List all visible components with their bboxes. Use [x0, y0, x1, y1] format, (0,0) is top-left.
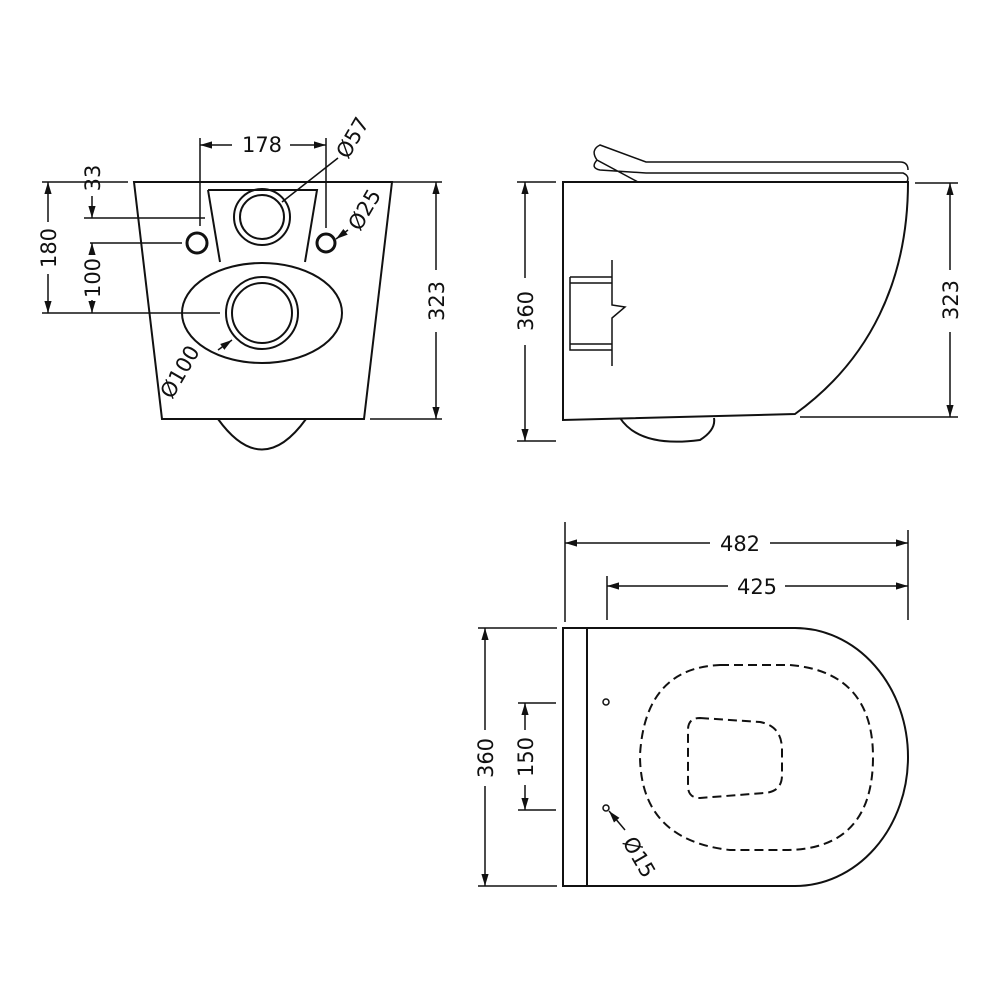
- side-body-outline: [562, 181, 910, 422]
- side-bulge: [619, 417, 716, 443]
- dim-425: 425: [737, 575, 777, 599]
- dim-diameter-100: Ø100: [156, 341, 205, 402]
- fixing-hole-left: [185, 231, 209, 255]
- dim-100: 100: [81, 258, 105, 298]
- inlet-inner-circle: [239, 194, 285, 240]
- inlet-outer-circle: [233, 188, 291, 246]
- dim-360-side: 360: [514, 291, 538, 331]
- front-body-outline: [132, 181, 394, 420]
- dim-178: 178: [242, 133, 282, 157]
- fixing-hole-right: [315, 232, 337, 254]
- dim-482: 482: [720, 532, 760, 556]
- dim-150: 150: [514, 737, 538, 777]
- fixing-hole-bottom: [602, 804, 610, 812]
- dim-180: 180: [37, 228, 61, 268]
- dim-diameter-57: Ø57: [332, 113, 374, 162]
- seat-rim-dashed: [638, 664, 875, 851]
- front-bulge: [217, 418, 307, 451]
- dim-360-plan: 360: [474, 738, 498, 778]
- front-view: 178 Ø57 Ø25 Ø100 180 33 100 323: [37, 113, 449, 451]
- dim-diameter-15: Ø15: [618, 833, 660, 882]
- dim-323-side: 323: [939, 280, 963, 320]
- bowl-opening-dashed: [687, 716, 783, 800]
- outlet-outer-circle: [225, 276, 299, 350]
- seat-lid: [593, 144, 909, 183]
- plan-view: Ø15 482 425 360 150: [474, 522, 909, 887]
- dim-33: 33: [81, 165, 105, 192]
- plan-body-outline: [562, 627, 909, 887]
- fixing-hole-top: [602, 698, 610, 706]
- dim-323-front: 323: [425, 281, 449, 321]
- inlet-panel: [207, 189, 319, 263]
- outlet-inner-circle: [231, 282, 293, 344]
- side-view: 360 323: [514, 144, 963, 443]
- dim-diameter-25: Ø25: [344, 185, 386, 234]
- wall-bracket: [569, 260, 627, 366]
